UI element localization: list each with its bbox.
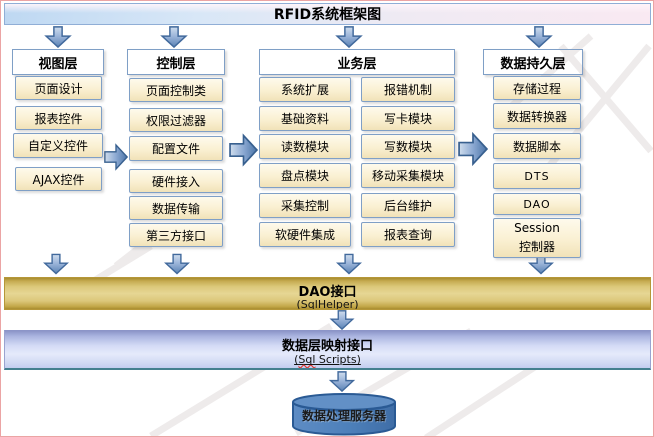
module-box: Session 控制器 xyxy=(493,218,581,258)
module-box: 移动采集模块 xyxy=(361,163,455,188)
module-box: 盘点模块 xyxy=(259,163,351,188)
diagram-title-bar: RFID系统框架图 xyxy=(4,3,651,25)
module-box: 配置文件 xyxy=(129,136,223,161)
module-box: 数据传输 xyxy=(129,196,223,220)
module-box: 系统扩展 xyxy=(259,77,351,102)
down-arrow-icon xyxy=(329,310,355,330)
module-box: 硬件接入 xyxy=(129,169,223,193)
module-box: DTS xyxy=(493,163,581,189)
down-arrow-icon xyxy=(328,371,356,392)
layer-header-view: 视图层 xyxy=(12,49,104,75)
down-arrow-icon xyxy=(164,253,190,275)
module-box: 权限过滤器 xyxy=(129,108,223,132)
layer-header-persistence: 数据持久层 xyxy=(483,49,583,75)
layer-header-control: 控制层 xyxy=(127,49,225,75)
mapping-bar-subtitle: (Sql Scripts) xyxy=(294,353,361,366)
module-box: 基础资料 xyxy=(259,106,351,131)
right-arrow-icon xyxy=(229,133,258,167)
down-arrow-icon xyxy=(336,253,362,275)
down-arrow-icon xyxy=(44,26,72,48)
module-box: 自定义控件 xyxy=(13,133,103,158)
module-box: AJAX控件 xyxy=(15,167,102,191)
module-box: 数据转换器 xyxy=(493,103,581,129)
database-label: 数据处理服务器 xyxy=(301,409,386,423)
right-arrow-icon xyxy=(104,143,128,171)
database-icon xyxy=(292,393,396,436)
module-box: 存储过程 xyxy=(493,76,581,100)
down-arrow-icon xyxy=(160,26,188,48)
module-box: 报错机制 xyxy=(361,77,455,102)
right-arrow-icon xyxy=(458,131,488,167)
module-box: 后台维护 xyxy=(361,193,455,218)
diagram-title: RFID系统框架图 xyxy=(273,7,382,23)
down-arrow-icon xyxy=(43,253,69,275)
data-mapping-bar: 数据层映射接口 (Sql Scripts) xyxy=(4,330,651,370)
dao-bar-subtitle: (SqlHelper) xyxy=(296,298,359,310)
module-box: 页面设计 xyxy=(15,76,102,100)
module-box: 报表查询 xyxy=(361,222,455,247)
module-box: 采集控制 xyxy=(259,193,351,218)
module-box: 第三方接口 xyxy=(129,223,223,247)
module-box: DAO xyxy=(493,193,581,215)
module-box: 数据脚本 xyxy=(493,133,581,159)
module-box: 读数模块 xyxy=(259,134,351,159)
dao-interface-bar: DAO接口 (SqlHelper) xyxy=(4,277,651,310)
module-box: 页面控制类 xyxy=(129,78,223,102)
dao-bar-title: DAO接口 xyxy=(298,285,357,300)
down-arrow-icon xyxy=(525,26,553,48)
module-box: 写卡模块 xyxy=(361,106,455,131)
module-box: 写数模块 xyxy=(361,134,455,159)
database-cylinder: 数据处理服务器 xyxy=(291,392,397,436)
layer-header-business: 业务层 xyxy=(259,49,455,75)
mapping-bar-title: 数据层映射接口 xyxy=(281,339,373,354)
down-arrow-icon xyxy=(335,26,363,48)
module-box: 软硬件集成 xyxy=(259,222,351,247)
module-box: 报表控件 xyxy=(15,106,102,130)
